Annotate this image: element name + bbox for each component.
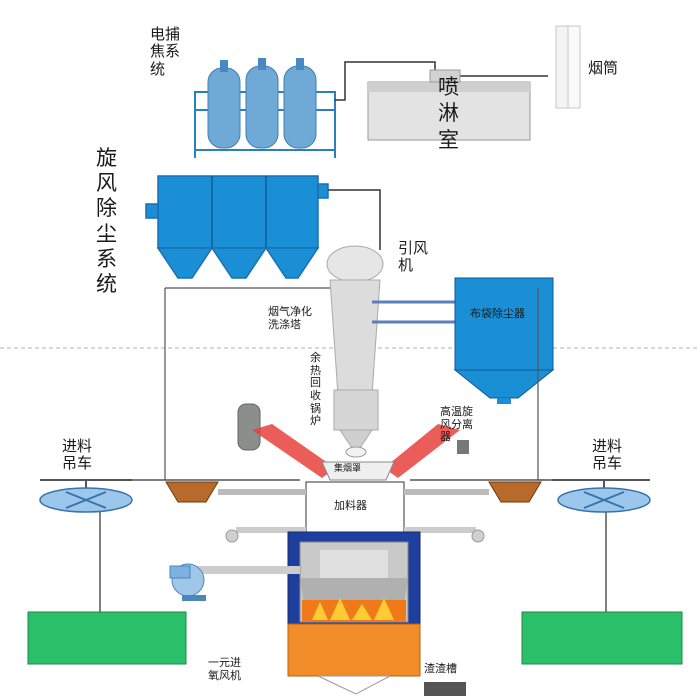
cyclone-dust-collector [145, 175, 329, 279]
green-bin-left [27, 611, 187, 665]
label-feed-car-right: 进料 吊车 [592, 437, 623, 473]
label-high-temp-separator: 高温旋 风分离 器 [440, 405, 473, 444]
gasifier-furnace [287, 531, 421, 695]
blower [169, 563, 300, 601]
label-electro-capture: 电捕 焦系 统 [150, 25, 181, 78]
label-cyclone-dust: 旋 风 除 尘 系 统 [96, 146, 117, 296]
scrubber-tower [326, 245, 384, 458]
spray-room [367, 69, 531, 141]
label-flue-gas-tower: 烟气净化 洗涤塔 [268, 305, 312, 331]
separator-box [457, 440, 469, 454]
feed-cart-right [552, 479, 651, 612]
high-temp-separator [237, 403, 261, 451]
label-waste-heat-boiler: 余 热 回 收 锅 炉 [310, 351, 321, 428]
green-bin-right [521, 611, 683, 665]
hopper-right [488, 481, 542, 503]
red-beam-left [252, 424, 335, 478]
label-blower: 一元进 氧风机 [208, 656, 241, 682]
slag-tank [424, 682, 466, 696]
label-feed-car-left: 进料 吊车 [62, 437, 93, 473]
red-beam-right [384, 424, 460, 478]
chimney [555, 25, 581, 109]
smoke-hood [321, 461, 395, 481]
label-smoke-hood: 集烟罩 [334, 464, 362, 474]
hopper-left [165, 481, 219, 503]
label-spray-room: 喷 淋 室 [438, 75, 459, 152]
pipe-cyclone-fan [328, 189, 381, 250]
outline-lines [164, 287, 549, 481]
label-feeder: 加料器 [334, 499, 367, 512]
label-chimney: 烟筒 [588, 59, 619, 77]
pipe-top [335, 61, 436, 101]
label-induced-fan: 引风 机 [398, 239, 429, 275]
electro-capture-system [194, 58, 336, 158]
label-bag-filter: 布袋除尘器 [470, 307, 525, 320]
bag-filter [453, 277, 555, 404]
label-slag-tank: 渣渣槽 [424, 662, 457, 675]
feeder [218, 481, 489, 543]
feed-cart-left [39, 479, 133, 612]
